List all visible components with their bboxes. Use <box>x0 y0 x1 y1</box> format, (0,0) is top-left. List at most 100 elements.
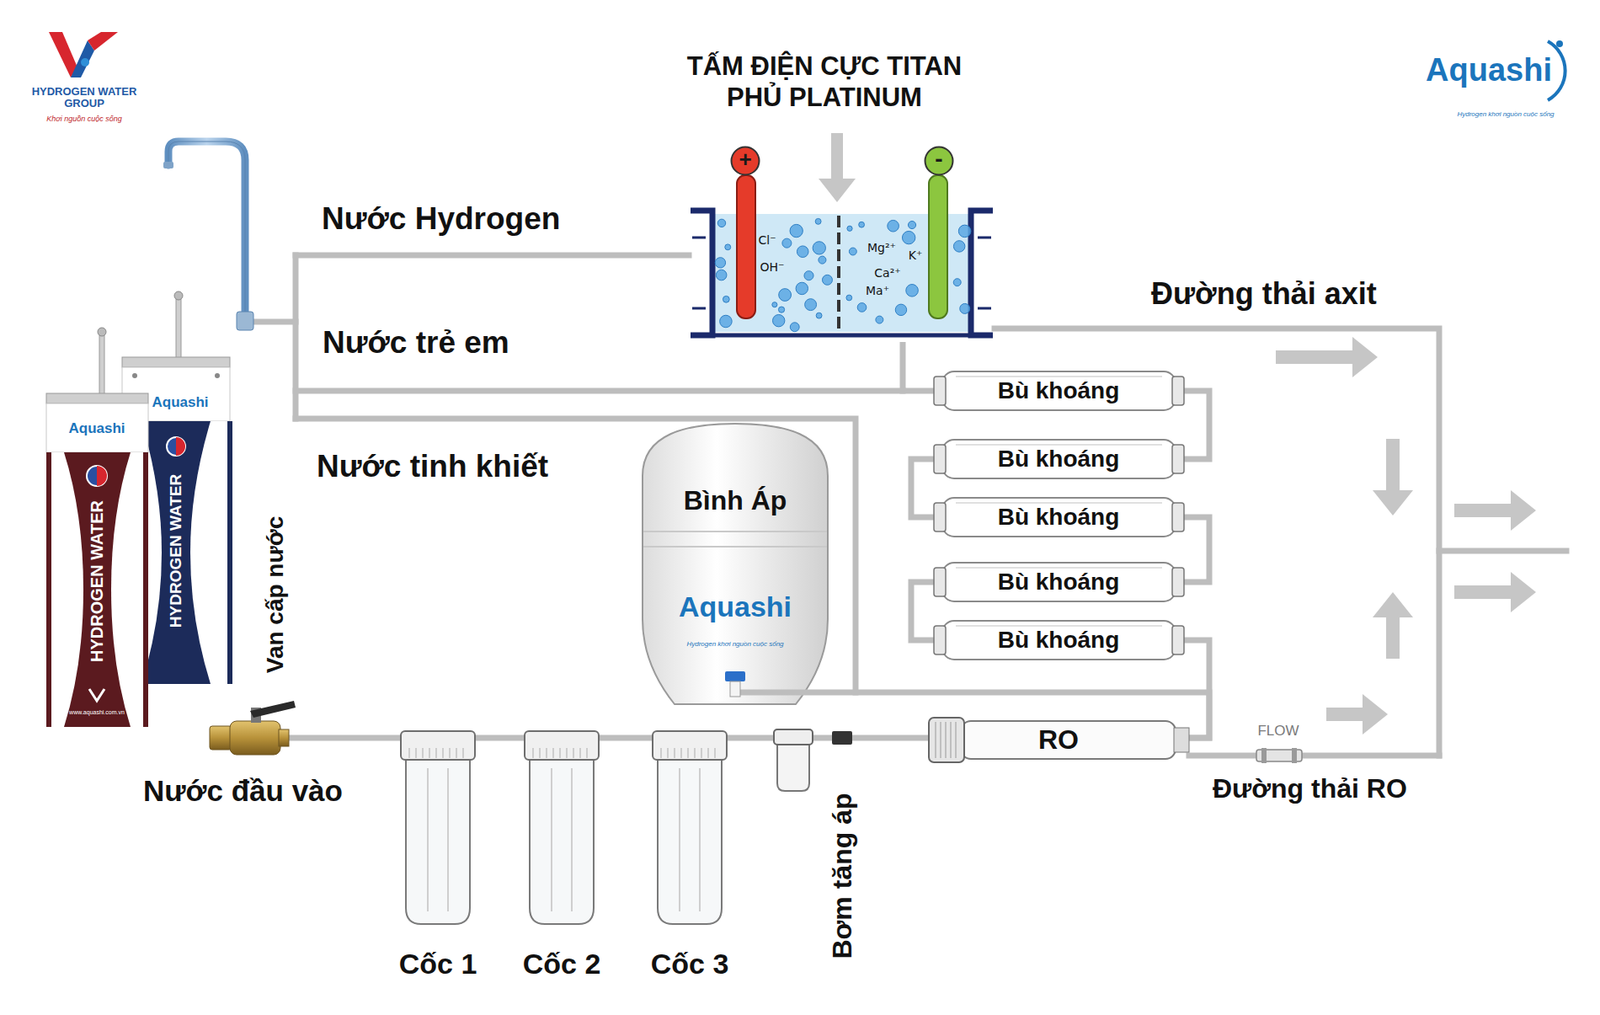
pipe-connector <box>731 735 763 742</box>
membrane <box>837 215 841 332</box>
cap-ridge <box>566 747 568 758</box>
cap-ridge <box>945 721 947 758</box>
cabinet-curve <box>111 452 149 727</box>
drain-label: Đường thải RO <box>1212 773 1408 805</box>
ion-label: OH⁻ <box>760 260 785 274</box>
node-shape <box>933 439 1184 479</box>
node-label: Bù khoáng <box>997 445 1120 473</box>
outlet-label: Nước Hydrogen <box>321 201 560 238</box>
outlet-manifold <box>293 255 299 419</box>
cabinet-body <box>46 452 149 727</box>
cartridge-body <box>942 371 1176 411</box>
mineral-cartridge: Bù khoáng <box>933 616 1184 664</box>
mineral-cartridge: Bù khoáng <box>933 558 1184 606</box>
cartridge-cap <box>1172 502 1184 532</box>
cap-ridge <box>573 747 575 758</box>
cabinet-lid <box>122 357 230 368</box>
cartridge-cap <box>1172 444 1184 474</box>
node-shape <box>642 423 832 704</box>
cartridge-cap <box>933 567 946 597</box>
flow-arrow <box>1454 571 1536 613</box>
node-outline <box>688 203 995 342</box>
gas-bubble <box>958 224 971 238</box>
cartridge-highlight <box>955 566 1163 569</box>
cap-ridge <box>553 747 555 758</box>
node-label: Bình Áp <box>683 485 788 517</box>
node-label: Bù khoáng <box>997 377 1120 405</box>
flow-arrow <box>1275 336 1378 378</box>
cabinet-top-panel <box>46 403 149 453</box>
flow-arrow <box>1372 438 1414 516</box>
cap-ridge <box>714 747 716 758</box>
node-shape <box>933 620 1184 660</box>
gas-bubble <box>848 247 857 256</box>
electrolysis-cell: Cl⁻OH⁻Mg²⁺K⁺Ca²⁺Ma⁺ <box>688 203 995 342</box>
node-label: RO <box>1038 724 1079 756</box>
cartridge-highlight <box>955 624 1163 627</box>
cap-ridge <box>701 747 703 758</box>
group-logo <box>48 32 118 78</box>
ro-drain-pipe <box>1189 752 1440 759</box>
node-outline <box>637 423 832 704</box>
node-shape <box>933 562 1184 602</box>
node-shape <box>933 371 1184 411</box>
node-shape <box>933 497 1184 537</box>
node-label: Bù khoáng <box>997 626 1120 654</box>
cabinet-tap <box>176 297 182 358</box>
gas-bubble <box>772 302 778 308</box>
booster-pump: Bơm tăng áp <box>762 724 868 977</box>
flow-restrictor <box>1256 747 1302 763</box>
cabinet-globe-half <box>96 465 107 486</box>
cap-ridge <box>661 747 662 758</box>
mineral-cartridge: Bù khoáng <box>933 367 1184 415</box>
cartridge-cap <box>933 625 946 655</box>
node-label: Hydrogen khơi nguồn cuộc sống <box>686 640 784 648</box>
cell-frame <box>690 210 713 336</box>
gas-bubble <box>812 241 826 255</box>
node-shape <box>647 730 732 924</box>
logo-stroke <box>87 32 118 51</box>
faucet-spout <box>168 141 246 322</box>
faucet-edge <box>168 141 246 322</box>
node-shape <box>690 175 993 336</box>
gas-bubble <box>778 288 792 302</box>
logo-tagline: Khơi nguồn cuộc sống <box>46 114 123 123</box>
cabinet-curve <box>190 421 230 684</box>
pipe-connector <box>303 735 396 742</box>
cabinet-product-name: HYDROGEN WATER <box>87 500 107 662</box>
pipe-connector <box>480 735 520 742</box>
pipe-connector <box>911 458 934 518</box>
cathode-plate <box>928 175 948 319</box>
pipe-connector <box>603 735 648 742</box>
cap-ridge <box>546 747 548 758</box>
node-label: Van cấp nước <box>261 516 289 673</box>
gas-bubble <box>960 303 971 314</box>
valve-body <box>229 720 281 755</box>
gas-bubble <box>847 225 853 231</box>
ion-label: Ma⁺ <box>865 283 890 298</box>
node-shape <box>209 700 304 755</box>
faucet-feed-pipe <box>248 319 296 326</box>
filter-housing: Cốc 2 <box>519 730 604 984</box>
cartridge-cap <box>933 502 946 532</box>
housing-cap <box>652 730 727 760</box>
inlet-label: Nước đầu vào <box>143 773 343 808</box>
gas-bubble <box>773 314 785 326</box>
outlet-label: Nước trẻ em <box>322 325 510 362</box>
gas-bubble <box>907 220 916 229</box>
cartridge-cap <box>933 376 946 406</box>
cabinet-product-name: HYDROGEN WATER <box>166 474 186 628</box>
housing-cap <box>524 730 599 760</box>
cap-ridge <box>456 747 458 758</box>
cabinet-globe <box>86 465 107 486</box>
logo-stroke <box>48 32 78 78</box>
gas-bubble <box>795 282 808 294</box>
pipe-connector <box>1184 517 1210 582</box>
outlet-label: Nước tinh khiết <box>316 448 549 486</box>
node-label: Bù khoáng <box>997 568 1120 596</box>
ro-cap <box>928 717 965 763</box>
gas-bubble <box>887 219 900 232</box>
node-label: Cốc 2 <box>522 947 602 981</box>
cabinet-dot <box>132 373 138 379</box>
